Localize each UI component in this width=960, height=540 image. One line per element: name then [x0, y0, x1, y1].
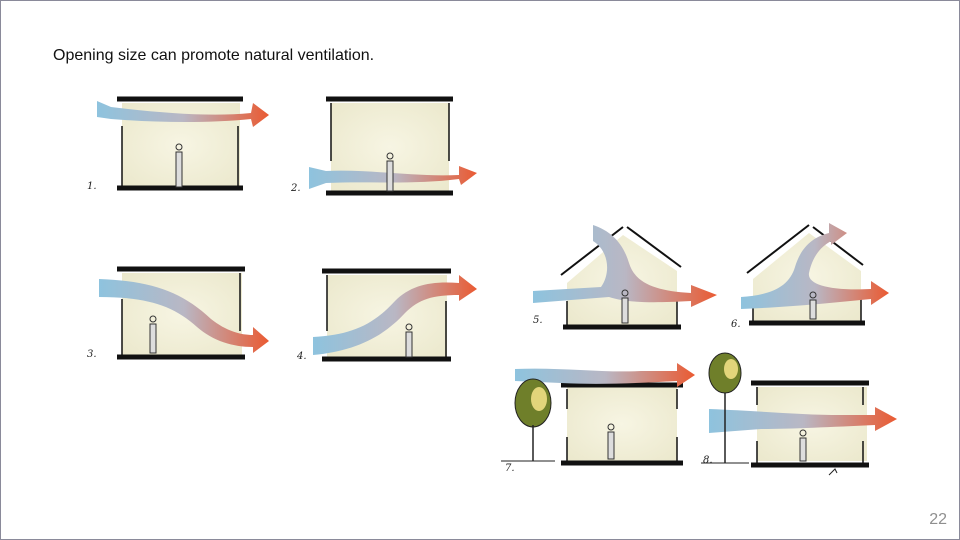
diagram-1: 1. [87, 96, 269, 192]
diagram-2-label: 2. [290, 183, 301, 194]
diagram-4-label: 4. [296, 351, 307, 362]
diagram-7-label: 7. [505, 463, 515, 474]
page-number: 22 [929, 511, 947, 528]
diagram-5: 5. [533, 225, 717, 330]
diagram-5-label: 5. [533, 315, 543, 326]
diagram-7: 7. [501, 363, 695, 474]
diagram-3-label: 3. [87, 349, 97, 360]
slide-title: Opening size can promote natural ventila… [53, 47, 375, 64]
diagram-3: 3. [87, 266, 269, 360]
diagram-2: 2. [290, 96, 477, 196]
diagram-6: 6. [731, 223, 889, 330]
diagram-8-label: 8. [703, 455, 713, 466]
diagram-4: 4. [296, 268, 477, 362]
diagram-1-label: 1. [87, 181, 97, 192]
diagram-8: 8. [701, 352, 897, 476]
diagram-6-label: 6. [731, 319, 741, 330]
